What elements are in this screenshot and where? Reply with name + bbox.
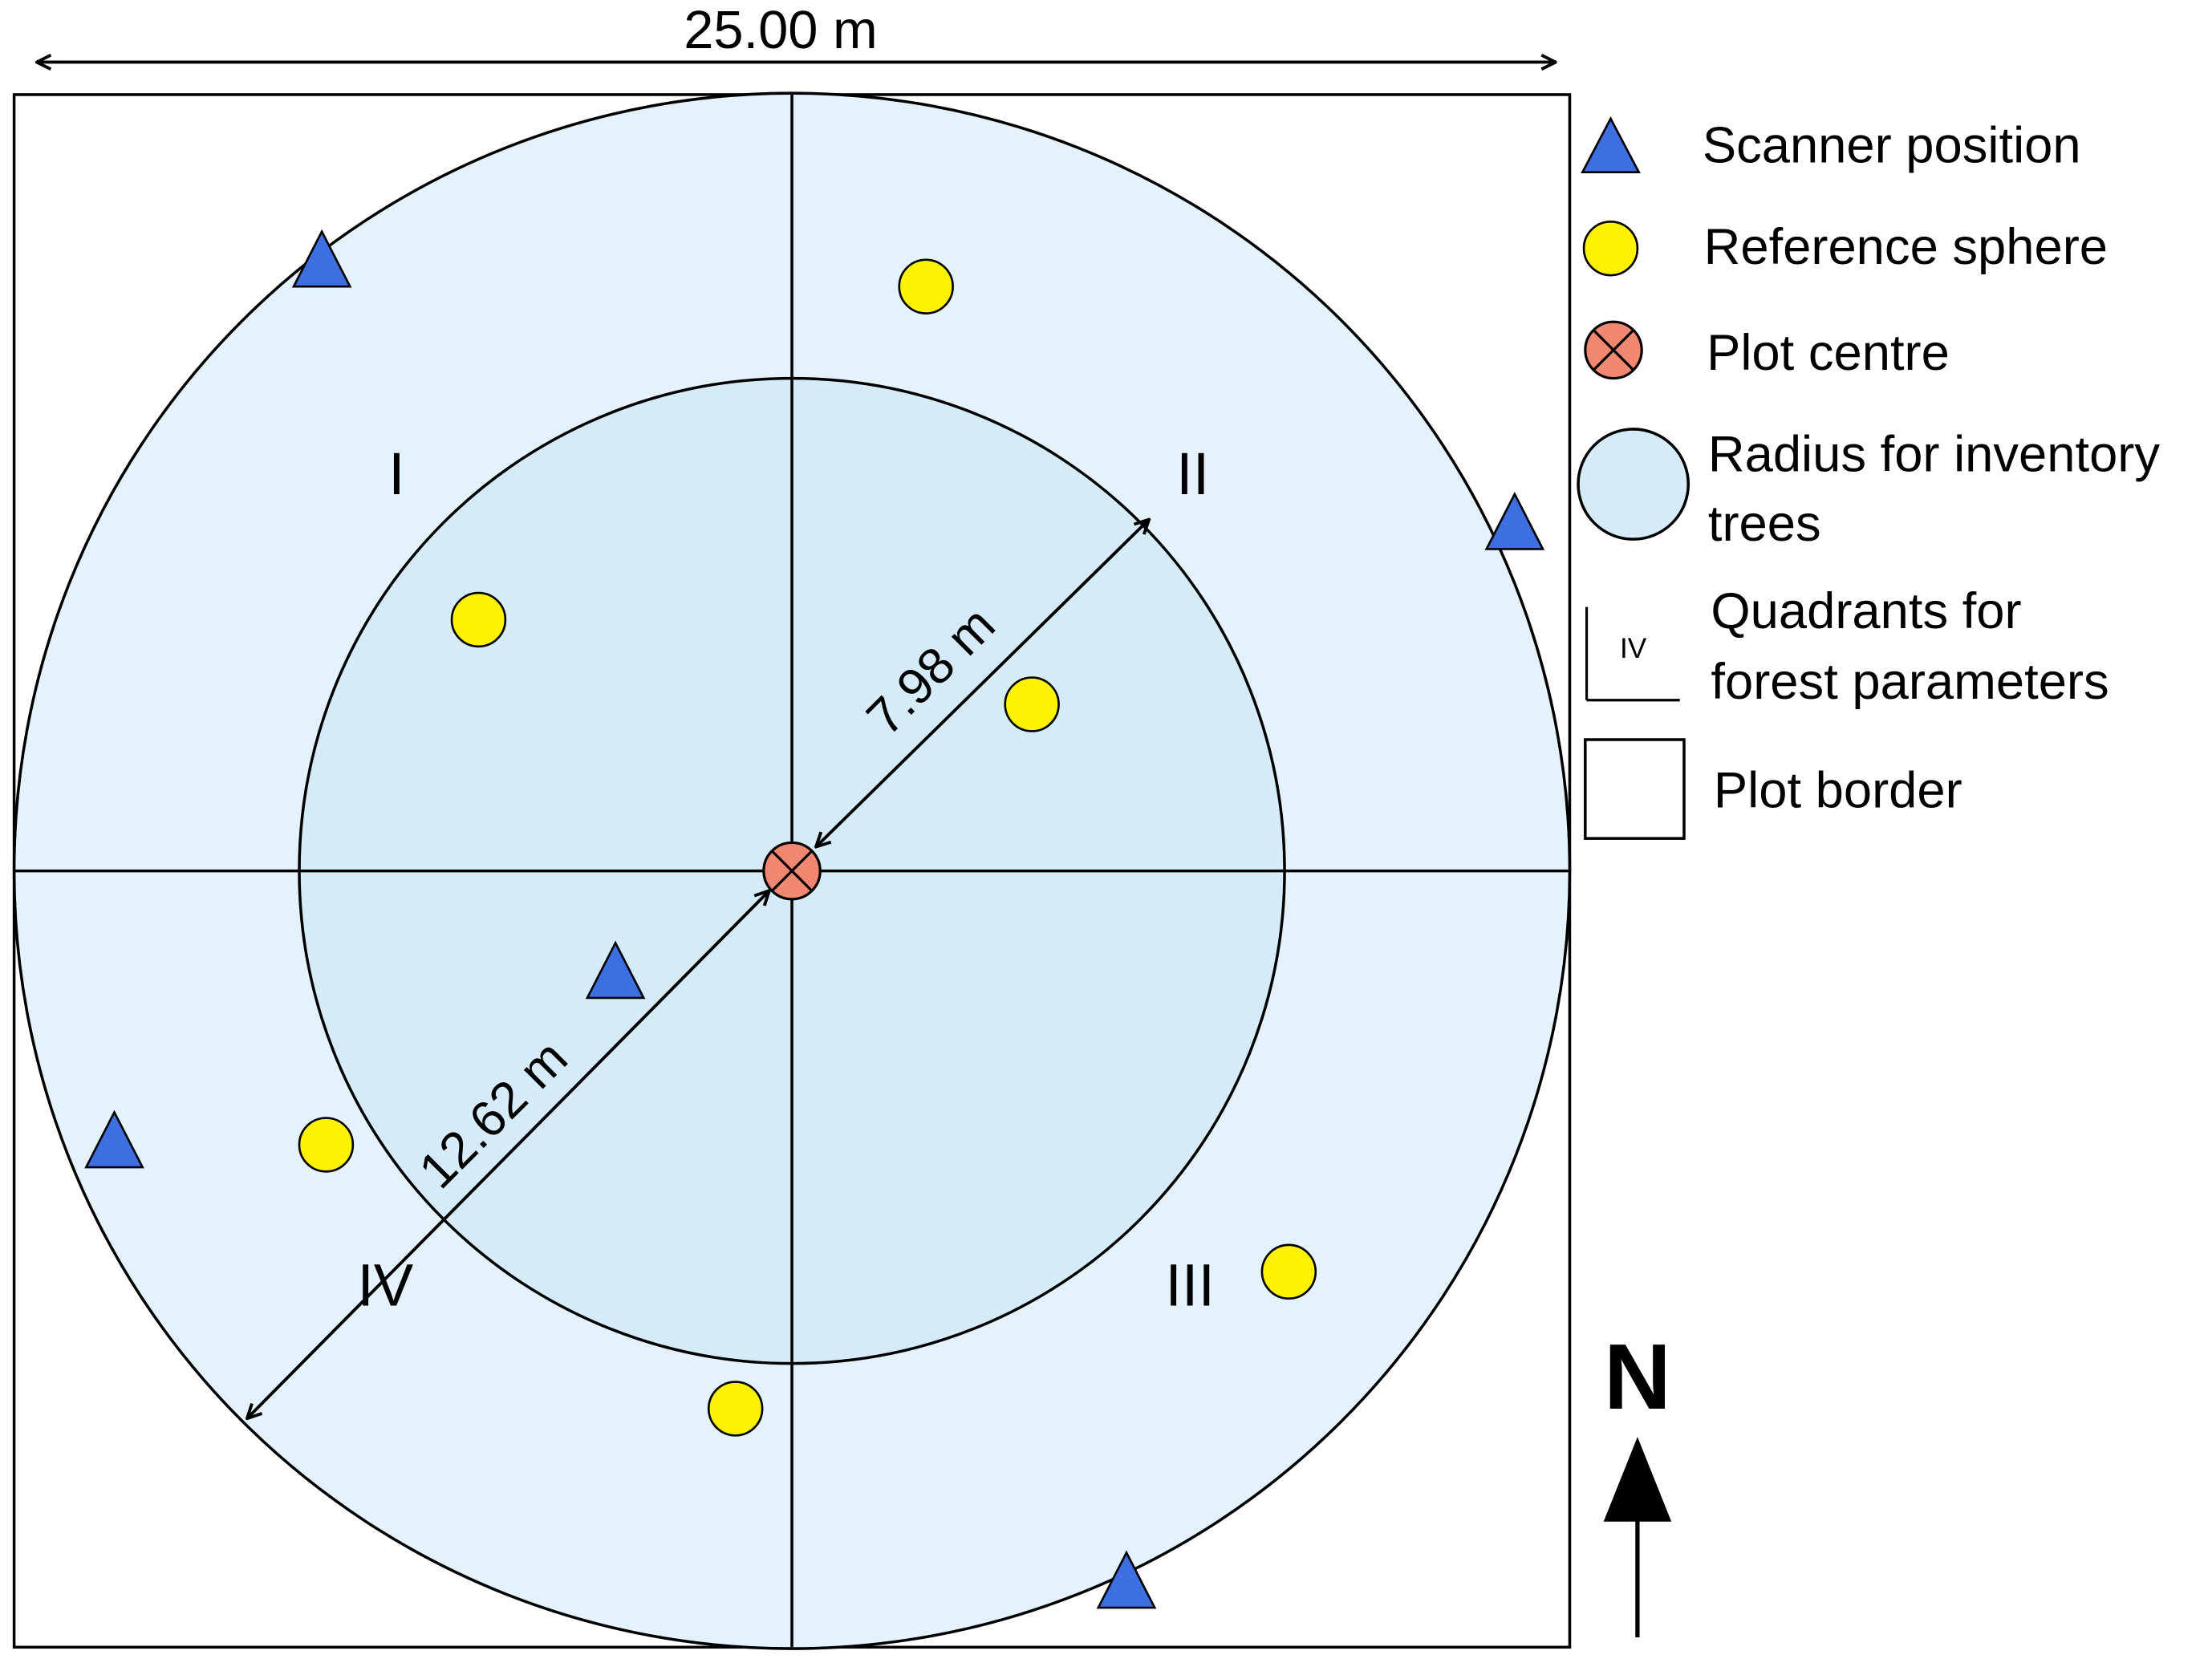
outer-radius-arrow (247, 890, 769, 1418)
legend-sphere-icon (1582, 220, 1639, 277)
north-arrow-icon (1603, 1437, 1672, 1522)
reference-sphere-icon (898, 258, 954, 314)
quadrant-label-iv: IV (357, 1252, 413, 1319)
legend-scanner-icon (1581, 116, 1641, 174)
legend-centre-label: Plot centre (1707, 325, 1950, 381)
scanner-position-icon (291, 229, 352, 288)
north-label: N (1604, 1324, 1671, 1429)
legend-radius-label-line1: Radius for inventory (1708, 427, 2161, 483)
reference-sphere-icon (1260, 1243, 1317, 1300)
legend-centre-icon (1584, 320, 1643, 380)
svg-text:IV: IV (1620, 633, 1647, 664)
legend-quadrant-label-line2: forest parameters (1711, 654, 2109, 710)
reference-sphere-icon (450, 591, 507, 648)
scanner-position-icon (585, 940, 646, 1000)
reference-sphere-icon (707, 1381, 764, 1437)
legend-radius-icon (1577, 428, 1690, 541)
legend-border-label: Plot border (1714, 762, 1962, 818)
scanner-position-icon (84, 1109, 144, 1169)
legend-quadrant-icon: IV (1585, 606, 1680, 702)
legend: Scanner position Reference sphere Plot c… (1577, 116, 2161, 840)
legend-quadrant-label-line1: Quadrants for (1711, 583, 2021, 639)
quadrant-label-ii: II (1176, 440, 1209, 507)
legend-border-icon (1584, 738, 1686, 840)
inner-radius-arrow (816, 520, 1149, 847)
reference-sphere-icon (1004, 676, 1060, 732)
quadrant-label-iii: III (1165, 1252, 1215, 1319)
plot-centre-icon (762, 841, 822, 901)
legend-scanner-label: Scanner position (1703, 117, 2081, 173)
north-arrow: N (1603, 1324, 1672, 1637)
scanner-position-icon (1484, 491, 1545, 550)
legend-radius-label-line2: trees (1708, 496, 1821, 552)
reference-sphere-icon (298, 1117, 355, 1173)
legend-sphere-label: Reference sphere (1704, 219, 2108, 275)
scanner-position-icon (1096, 1550, 1157, 1609)
width-label: 25.00 m (684, 0, 878, 60)
quadrant-label-i: I (388, 440, 405, 507)
